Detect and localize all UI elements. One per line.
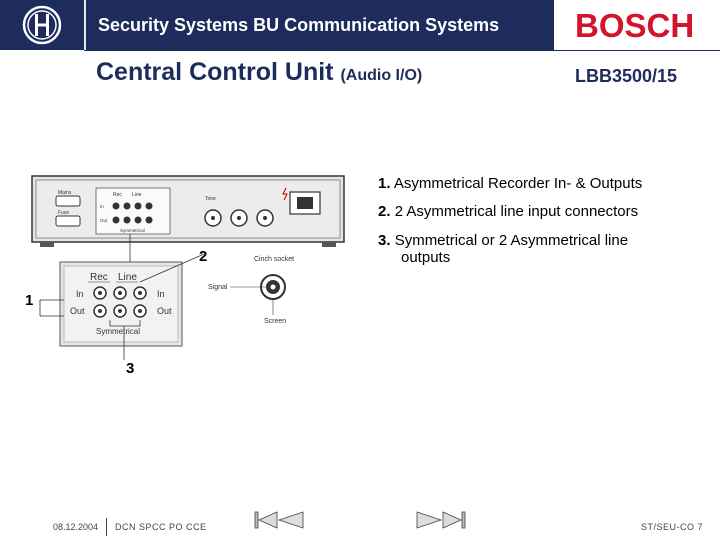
svg-text:Out: Out <box>157 306 172 316</box>
first-page-icon[interactable] <box>254 511 278 529</box>
audio-io-diagram: Mains Fuse Rec Line In Out Symmetrical T… <box>31 175 345 360</box>
svg-text:Out: Out <box>70 306 85 316</box>
bosch-armature-icon <box>22 5 62 45</box>
slide-title-main: Central Control Unit <box>96 58 334 86</box>
svg-text:Rec: Rec <box>90 272 108 283</box>
header-title: Security Systems BU Communication System… <box>98 15 500 35</box>
svg-text:Line: Line <box>118 272 137 283</box>
svg-text:In: In <box>157 289 165 299</box>
previous-page-icon[interactable] <box>277 511 304 529</box>
svg-text:In: In <box>100 204 104 209</box>
list-item: 3. Symmetrical or 2 Asymmetrical line ou… <box>378 232 629 266</box>
svg-text:Rec: Rec <box>113 192 122 198</box>
cinch-socket-detail: Cinch socket Signal Screen <box>208 256 294 325</box>
svg-text:Symmetrical: Symmetrical <box>96 327 140 336</box>
footer-separator <box>106 518 107 536</box>
footer-document-id: DCN SPCC PO CCE <box>115 522 207 532</box>
slide-title: Central Control Unit (Audio I/O) <box>96 58 422 87</box>
nav-back-buttons[interactable] <box>253 510 305 530</box>
svg-text:Cinch socket: Cinch socket <box>254 256 294 263</box>
svg-text:Line: Line <box>132 192 142 198</box>
footer-page-number: ST/SEU-CO 7 <box>641 522 704 532</box>
header-title-bar: Security Systems BU Communication System… <box>84 0 554 50</box>
next-page-icon[interactable] <box>416 511 443 529</box>
audio-zoom-panel: Rec Line In Out In Out Symmetrical <box>59 261 183 347</box>
svg-text:Symmetrical: Symmetrical <box>120 228 145 233</box>
last-page-icon[interactable] <box>442 511 466 529</box>
footer-date: 08.12.2004 <box>53 522 99 532</box>
model-number: LBB3500/15 <box>575 66 678 86</box>
svg-text:In: In <box>76 289 84 299</box>
unit-rear-panel: Mains Fuse Rec Line In Out Symmetrical T… <box>31 175 345 247</box>
svg-text:Tone: Tone <box>205 196 216 202</box>
brand-logo: BOSCH <box>575 7 695 44</box>
logo-box <box>0 0 84 50</box>
svg-text:Screen: Screen <box>264 318 286 325</box>
list-item: 2. 2 Asymmetrical line input connectors <box>378 203 639 220</box>
svg-text:Out: Out <box>100 218 108 223</box>
svg-text:Fuse: Fuse <box>58 210 69 216</box>
svg-text:Signal: Signal <box>208 284 228 291</box>
slide-title-paren: (Audio I/O) <box>340 67 423 84</box>
svg-text:Mains: Mains <box>58 190 72 196</box>
callout-1: 1 <box>25 292 34 309</box>
nav-forward-buttons[interactable] <box>415 510 469 530</box>
header-rule <box>84 50 720 51</box>
list-item: 1. Asymmetrical Recorder In- & Outputs <box>378 175 643 192</box>
slide-header: Security Systems BU Communication System… <box>0 0 720 51</box>
callout-2: 2 <box>199 248 208 265</box>
callout-3: 3 <box>126 360 135 377</box>
